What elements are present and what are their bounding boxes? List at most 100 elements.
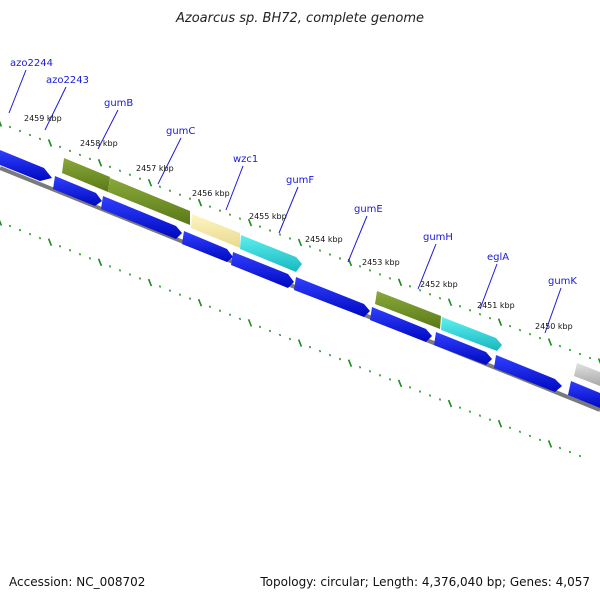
gene-arrow[interactable] [231, 252, 294, 288]
gene-label-gumB[interactable]: gumB [104, 98, 133, 109]
major-tick [297, 339, 303, 347]
minor-tick [188, 297, 192, 300]
minor-tick [288, 237, 292, 240]
minor-tick [458, 304, 462, 308]
tick-label-2457: 2457 kbp [136, 164, 174, 173]
major-tick [497, 318, 503, 326]
minor-tick [438, 297, 442, 300]
minor-tick [128, 173, 132, 177]
minor-tick [308, 245, 312, 248]
leader-line [225, 165, 244, 211]
gene-arrow-wzc1[interactable] [191, 214, 240, 248]
minor-tick [578, 352, 582, 356]
minor-tick [488, 316, 492, 320]
major-tick [97, 159, 103, 167]
tick-label-2459: 2459 kbp [24, 114, 62, 123]
minor-tick [278, 333, 282, 337]
major-tick [447, 399, 453, 408]
minor-tick [18, 228, 22, 232]
minor-tick [68, 149, 72, 153]
gene-arrow-gumB[interactable] [62, 158, 110, 192]
tick-marks-inner [0, 219, 582, 458]
reverse-strand [53, 176, 600, 408]
gene-label-wzc1[interactable]: wzc1 [233, 154, 258, 165]
gene-arrow[interactable] [53, 176, 102, 206]
minor-tick [358, 265, 362, 268]
gene-label-gumF[interactable]: gumF [286, 175, 314, 186]
minor-tick [528, 332, 532, 336]
minor-tick [208, 305, 212, 308]
gene-arrow[interactable] [294, 277, 370, 317]
minor-tick [378, 273, 382, 276]
gene-arrow[interactable] [0, 150, 52, 181]
gene-label-gumK[interactable]: gumK [548, 276, 577, 287]
minor-tick [288, 337, 292, 341]
minor-tick [388, 277, 392, 280]
minor-tick [138, 277, 142, 280]
gene-arrow[interactable] [101, 196, 182, 239]
gene-arrow-gumC[interactable] [108, 178, 190, 225]
leader-line [544, 287, 562, 334]
minor-tick [278, 233, 282, 236]
minor-tick [138, 177, 142, 181]
minor-tick [108, 265, 112, 268]
gene-arrow-grey[interactable] [574, 363, 600, 386]
major-tick [397, 379, 403, 388]
leader-line [479, 263, 498, 310]
leader-line [157, 137, 182, 185]
gene-arrow[interactable] [494, 355, 562, 392]
minor-tick [568, 348, 572, 352]
minor-tick [478, 414, 482, 417]
minor-tick [388, 378, 392, 381]
minor-tick [428, 394, 432, 397]
major-tick [0, 219, 3, 226]
minor-tick [438, 398, 442, 401]
gene-arrow[interactable] [568, 381, 600, 408]
minor-tick [118, 269, 122, 272]
gene-label-gumC[interactable]: gumC [166, 126, 195, 137]
major-tick [497, 419, 503, 428]
gene-label-gumE[interactable]: gumE [354, 204, 383, 215]
leader-line [44, 86, 67, 131]
gene-arrow[interactable] [182, 231, 233, 262]
gene-label-azo2244[interactable]: azo2244 [10, 58, 53, 69]
major-tick [0, 120, 3, 127]
leader-line [97, 109, 119, 150]
tick-label-2456: 2456 kbp [192, 189, 230, 198]
tick-marks-outer [0, 120, 600, 365]
minor-tick [168, 289, 172, 292]
minor-tick [468, 410, 472, 413]
major-tick [47, 238, 53, 246]
major-tick [197, 198, 203, 207]
minor-tick [508, 324, 512, 328]
minor-tick [528, 434, 532, 438]
gene-arrow-eglA[interactable] [441, 317, 502, 351]
minor-tick [8, 224, 12, 228]
minor-tick [308, 345, 312, 349]
minor-tick [218, 309, 222, 313]
minor-tick [578, 454, 582, 458]
leader-line [278, 186, 299, 234]
leader-line [417, 243, 437, 290]
minor-tick [588, 356, 592, 360]
gene-arrow[interactable] [434, 332, 492, 365]
gene-arrow[interactable] [370, 307, 432, 342]
gene-arrow-gumF[interactable] [240, 235, 302, 272]
minor-tick [458, 406, 462, 409]
gene-arrow-gumH[interactable] [375, 291, 441, 329]
minor-tick [88, 157, 92, 161]
major-tick [297, 238, 303, 247]
minor-tick [268, 229, 272, 232]
gene-label-gumH[interactable]: gumH [423, 232, 453, 243]
major-tick [147, 178, 153, 187]
minor-tick [18, 129, 22, 133]
tick-label-2458: 2458 kbp [80, 139, 118, 148]
gene-label-eglA[interactable]: eglA [487, 252, 509, 263]
minor-tick [178, 193, 182, 196]
minor-tick [78, 253, 82, 256]
minor-tick [188, 197, 192, 200]
major-tick [147, 278, 153, 287]
page-title: Azoarcus sp. BH72, complete genome [175, 11, 424, 26]
gene-label-azo2243[interactable]: azo2243 [46, 75, 89, 86]
minor-tick [418, 390, 422, 393]
